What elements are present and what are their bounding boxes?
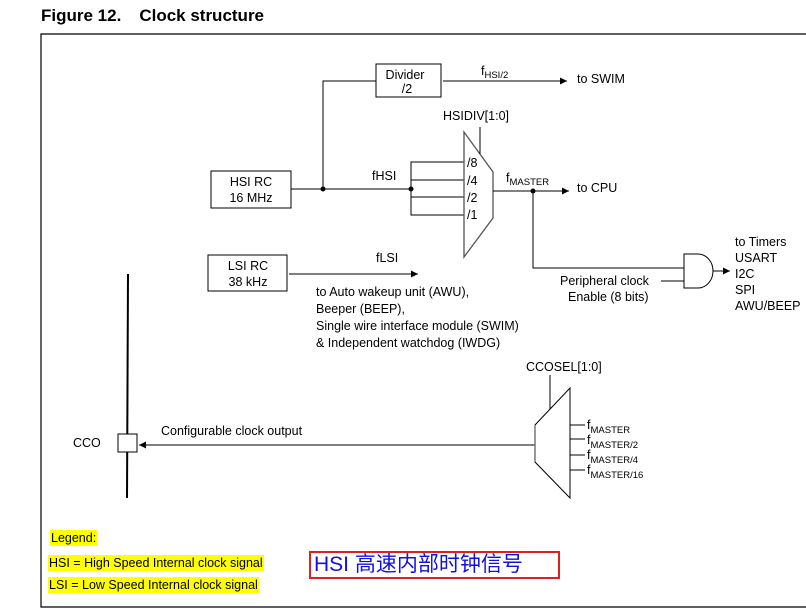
lsi-rc-label: LSI RC [228,259,268,273]
legend-item-hsi: HSI = High Speed Internal clock signal [48,555,264,571]
mux-input-div8: /8 [467,156,477,170]
lsi-rc-frequency: 38 kHz [229,275,268,289]
peripheral-target: AWU/BEEP [735,299,801,313]
figure-frame [40,33,806,608]
hsi-rc-label: HSI RC [230,175,272,189]
figure-number: Figure 12. [41,6,122,25]
hsi-rc-block: HSI RC 16 MHz [210,170,292,209]
mux-input-div4: /4 [467,174,477,188]
divider-label: Divider [386,68,425,82]
peripheral-target: USART [735,251,778,265]
cco-label: CCO [73,436,101,450]
cco-pin [117,433,138,453]
hsidiv-mux [463,129,494,259]
hsidiv-label: HSIDIV[1:0] [443,109,509,123]
peripheral-target: SPI [735,283,755,297]
peripheral-enable-label-2: Enable (8 bits) [568,290,649,304]
mux-input-div1: /1 [467,208,477,222]
peripheral-feed-line [532,191,684,269]
cco-input-label: fMASTER/16 [587,463,643,481]
legend-item-lsi: LSI = Low Speed Internal clock signal [48,577,259,593]
lsi-target: Beeper (BEEP), [316,302,405,316]
cco-input-label: fMASTER [587,418,630,436]
cco-input-label: fMASTER/4 [587,448,638,466]
figure-title: Figure 12. Clock structure [41,6,264,26]
hsidiv-inputs [410,161,464,216]
peripheral-enable-label-1: Peripheral clock [560,274,650,288]
figure-caption: Clock structure [139,6,265,25]
lsi-target: Single wire interface module (SWIM) [316,319,519,333]
cco-output-label: Configurable clock output [161,424,303,438]
fhsi-label: fHSI [372,169,396,183]
cco-inputs [570,424,585,471]
flsi-label: fLSI [376,251,398,265]
mux-input-div2: /2 [467,191,477,205]
cco-input-label: fMASTER/2 [587,433,638,451]
fmaster-label: fMASTER [506,171,549,188]
to-swim-label: to SWIM [577,72,625,86]
hsi-rc-frequency: 16 MHz [229,191,272,205]
legend-title: Legend: [50,530,98,546]
divider-block: Divider /2 [375,63,442,98]
ccosel-mux [534,386,571,500]
lsi-target: & Independent watchdog (IWDG) [316,336,500,350]
and-gate [683,253,714,289]
ccosel-label: CCOSEL[1:0] [526,360,602,374]
divider-ratio: /2 [402,82,412,96]
cco-pin-bar [126,273,129,499]
lsi-target: to Auto wakeup unit (AWU), [316,285,469,299]
peripheral-target: I2C [735,267,754,281]
f-hsi2-label: fHSI/2 [481,64,508,81]
to-cpu-label: to CPU [577,181,617,195]
divider-feed-line [322,80,376,189]
peripheral-target: to Timers [735,235,786,249]
hsi-translation-annotation: HSI 高速内部时钟信号 [309,551,560,579]
lsi-rc-block: LSI RC 38 kHz [207,254,288,292]
